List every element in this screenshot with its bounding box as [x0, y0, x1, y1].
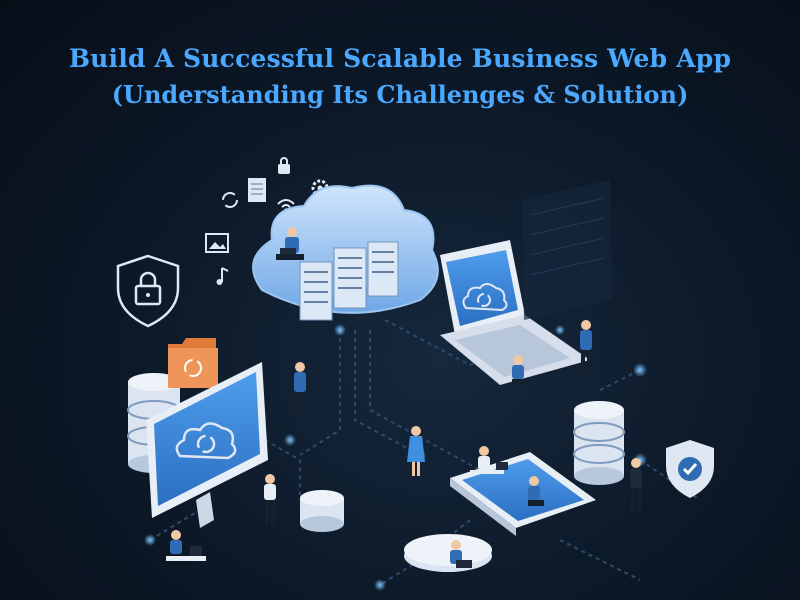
database-disk-center [300, 490, 344, 532]
folder-sync-icon [168, 338, 218, 388]
document-icon [248, 178, 266, 202]
person-standing-dark [630, 458, 642, 512]
padlock-icon [278, 157, 290, 174]
lock-shield-icon [116, 254, 180, 328]
person-woman-blue [407, 426, 425, 476]
check-shield-icon [666, 440, 714, 498]
database-stack-right [573, 401, 625, 485]
background-server-panel [522, 180, 612, 320]
person-standing-phone [294, 362, 306, 416]
database-disk-bottom [404, 534, 492, 572]
person-woman-white [264, 474, 276, 526]
person-laptop-sitting [512, 355, 528, 385]
sync-icon [222, 192, 238, 208]
laptop-device [440, 240, 590, 385]
person-bottom-desk [166, 530, 206, 561]
image-icon [205, 233, 229, 253]
page-title: Build A Successful Scalable Business Web… [68, 44, 732, 73]
person-sitting-phone [528, 476, 544, 506]
person-standing-right [580, 320, 592, 372]
page-subtitle: (Understanding Its Challenges & Solution… [111, 80, 689, 109]
monitor-device [146, 362, 268, 528]
cloud-sync-icon [175, 422, 237, 460]
person-bottom-laptop [450, 540, 472, 568]
person-on-cloud [276, 227, 304, 260]
music-icon [216, 267, 229, 285]
cloud-server-cluster [252, 184, 439, 321]
server-racks [299, 241, 399, 321]
cloud-sync-icon [462, 283, 508, 312]
person-desk-worker [470, 446, 508, 474]
